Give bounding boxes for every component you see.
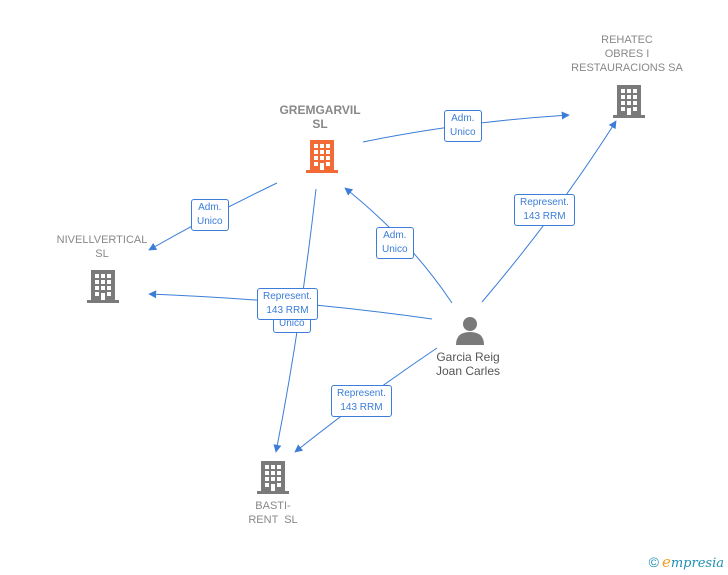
edge-label-line: Unico	[279, 318, 305, 329]
edge-label-person-gremgarvil[interactable]: Adm. Unico	[376, 227, 414, 259]
node-label-line: BASTI-	[255, 500, 291, 512]
brand-logo-text: mpresia	[670, 556, 724, 571]
copyright-symbol: ©	[648, 554, 659, 570]
node-label-line: SL	[312, 117, 328, 131]
edge-label-gremgarvil-rehatec[interactable]: Adm. Unico	[444, 110, 482, 142]
edge-label-gremgarvil-nivellvertical[interactable]: Adm. Unico	[191, 199, 229, 231]
node-label-line: NIVELLVERTICAL	[56, 234, 148, 246]
edge-label-line: Represent.	[337, 388, 386, 399]
edge-label-line: Represent.	[263, 291, 312, 302]
node-label-line: REHATEC	[601, 34, 653, 46]
edge-label-person-rehatec[interactable]: Represent. 143 RRM	[514, 194, 575, 226]
edge-label-person-nivellvertical[interactable]: Represent. 143 RRM	[257, 288, 318, 320]
node-label-gremgarvil[interactable]: GREMGARVIL SL	[262, 103, 378, 131]
edge-label-line: Represent.	[520, 197, 569, 208]
node-label-nivellvertical[interactable]: NIVELLVERTICAL SL	[46, 233, 158, 261]
node-label-line: Garcia Reig	[436, 350, 500, 364]
brand-logo-initial: e	[661, 553, 671, 571]
node-label-line: GREMGARVIL	[279, 103, 361, 117]
building-icon-gremgarvil[interactable]	[306, 139, 338, 173]
edge-label-line: Unico	[197, 216, 223, 227]
node-label-line: SL	[95, 248, 109, 260]
node-label-basti-rent[interactable]: BASTI- RENT SL	[230, 499, 316, 527]
edge-label-line: Unico	[450, 127, 476, 138]
edge-label-line: Adm.	[383, 230, 407, 241]
node-label-line: RESTAURACIONS SA	[571, 62, 683, 74]
edge-label-line: 143 RRM	[340, 402, 383, 413]
edge-label-line: 143 RRM	[266, 305, 309, 316]
edge-label-line: Adm.	[451, 113, 475, 124]
node-label-person[interactable]: Garcia Reig Joan Carles	[420, 350, 516, 378]
footer-brand: ©empresia	[649, 553, 724, 571]
node-label-line: RENT SL	[248, 514, 298, 526]
building-icon-rehatec[interactable]	[613, 84, 645, 118]
edge-label-line: Unico	[382, 244, 408, 255]
node-label-line: OBRES I	[604, 48, 650, 60]
building-icon-nivellvertical[interactable]	[87, 269, 119, 303]
node-label-rehatec[interactable]: REHATEC OBRES I RESTAURACIONS SA	[562, 33, 692, 75]
edge-label-person-basti[interactable]: Represent. 143 RRM	[331, 385, 392, 417]
person-icon[interactable]	[455, 315, 485, 345]
edge-label-line: Adm.	[198, 202, 222, 213]
building-icon-basti-rent[interactable]	[257, 460, 289, 494]
edge-label-line: 143 RRM	[523, 211, 566, 222]
node-label-line: Joan Carles	[435, 364, 501, 378]
